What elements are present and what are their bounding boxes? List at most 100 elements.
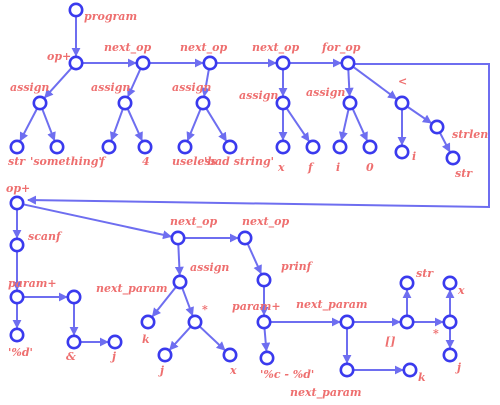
label-as4: assign bbox=[239, 89, 278, 102]
edge-for-op2 bbox=[27, 63, 490, 209]
label-printf: prinf bbox=[281, 260, 314, 273]
node-pd bbox=[9, 327, 25, 343]
label-something: 'something' bbox=[30, 155, 102, 168]
node-nx5 bbox=[237, 230, 253, 246]
label-nx1: next_op bbox=[104, 41, 151, 55]
label-x1: x bbox=[277, 161, 285, 174]
node-i2 bbox=[394, 144, 410, 160]
edge-as6-mul1 bbox=[181, 287, 194, 317]
label-str3: str bbox=[416, 267, 434, 280]
node-nx3 bbox=[275, 55, 291, 71]
label-op2: op+ bbox=[6, 182, 30, 195]
label-nx3: next_op bbox=[252, 41, 299, 55]
label-x2: x bbox=[229, 364, 237, 377]
node-np3 bbox=[339, 362, 355, 378]
label-np1: next_param bbox=[96, 282, 168, 296]
label-np2: next_param bbox=[296, 298, 368, 312]
label-idx: [] bbox=[385, 335, 395, 348]
node-nx1 bbox=[135, 55, 151, 71]
node-as6 bbox=[172, 274, 188, 290]
label-x3: x bbox=[457, 284, 465, 297]
label-badstr: 'bad string' bbox=[204, 155, 274, 168]
label-layer: program op+ next_op next_op next_op for_opass… bbox=[6, 10, 488, 400]
node-str2 bbox=[445, 150, 461, 166]
node-as2 bbox=[117, 95, 133, 111]
label-scanf: scanf bbox=[28, 230, 63, 243]
node-as3 bbox=[195, 95, 211, 111]
edge-as3-badstr bbox=[205, 107, 228, 142]
label-mul1: * bbox=[202, 303, 208, 316]
node-idx bbox=[399, 314, 415, 330]
label-as5: assign bbox=[306, 86, 345, 99]
edge-nx5-printf bbox=[246, 243, 262, 275]
label-pd: '%d' bbox=[8, 346, 33, 359]
label-pcd: '%c - %d' bbox=[260, 368, 314, 381]
edge-as5-n0 bbox=[351, 108, 368, 142]
label-str1: str bbox=[8, 155, 26, 168]
node-n0 bbox=[362, 139, 378, 155]
edge-as3-useless bbox=[186, 108, 202, 142]
label-useless: useless bbox=[172, 155, 217, 168]
node-param2 bbox=[256, 314, 272, 330]
label-program: program bbox=[84, 10, 137, 23]
node-k2 bbox=[402, 362, 418, 378]
edge-mul1-x2 bbox=[198, 325, 226, 351]
node-program bbox=[68, 2, 84, 18]
label-np3: next_param bbox=[290, 386, 362, 400]
label-j2: j bbox=[158, 364, 164, 377]
label-n4: 4 bbox=[142, 155, 150, 168]
node-n4 bbox=[137, 139, 153, 155]
node-something bbox=[49, 139, 65, 155]
label-n0: 0 bbox=[366, 161, 374, 174]
node-str3 bbox=[399, 275, 415, 291]
node-useless bbox=[177, 139, 193, 155]
node-op2 bbox=[9, 195, 25, 211]
node-x3 bbox=[442, 275, 458, 291]
node-for bbox=[340, 55, 356, 71]
edge-for-lt bbox=[352, 65, 398, 100]
node-f2 bbox=[305, 139, 321, 155]
label-j1: j bbox=[110, 350, 116, 363]
node-j2 bbox=[157, 347, 173, 363]
label-i2: i bbox=[412, 150, 416, 163]
node-str1 bbox=[9, 139, 25, 155]
node-pcd bbox=[259, 350, 275, 366]
node-np1 bbox=[66, 289, 82, 305]
label-f1: f bbox=[99, 155, 107, 168]
label-i1: i bbox=[336, 161, 340, 174]
edge-op2-nx4 bbox=[22, 203, 172, 240]
node-amp bbox=[66, 334, 82, 350]
node-badstr bbox=[222, 139, 238, 155]
edge-as6-k1 bbox=[151, 286, 177, 318]
label-str2: str bbox=[455, 167, 473, 180]
node-nx4 bbox=[170, 230, 186, 246]
edge-layer bbox=[12, 16, 490, 375]
node-x1 bbox=[275, 139, 291, 155]
edge-as5-i1 bbox=[338, 108, 350, 141]
edge-nx4-as6 bbox=[174, 244, 184, 276]
node-x2 bbox=[222, 347, 238, 363]
node-nx2 bbox=[202, 55, 218, 71]
label-as3: assign bbox=[172, 81, 211, 94]
edge-for-as5 bbox=[344, 69, 354, 97]
node-printf bbox=[256, 272, 272, 288]
label-nx5: next_op bbox=[242, 215, 289, 229]
edge-lt-strlen bbox=[406, 105, 432, 124]
label-as6: assign bbox=[190, 261, 229, 274]
label-strlen: strlen bbox=[452, 128, 488, 141]
label-param1: param+ bbox=[8, 277, 57, 290]
node-k1 bbox=[140, 314, 156, 330]
node-j1 bbox=[107, 334, 123, 350]
edge-as2-n4 bbox=[126, 108, 143, 142]
node-strlen bbox=[429, 119, 445, 135]
label-as2: assign bbox=[91, 81, 130, 94]
label-op1: op+ bbox=[47, 50, 71, 63]
edge-as1-str1 bbox=[19, 108, 38, 142]
node-op1 bbox=[68, 55, 84, 71]
edge-as1-something bbox=[41, 108, 56, 142]
label-for: for_op bbox=[321, 41, 361, 55]
edge-strlen-str2 bbox=[438, 132, 451, 153]
label-nx2: next_op bbox=[180, 41, 227, 55]
label-param2: param+ bbox=[232, 300, 281, 313]
node-as1 bbox=[32, 95, 48, 111]
